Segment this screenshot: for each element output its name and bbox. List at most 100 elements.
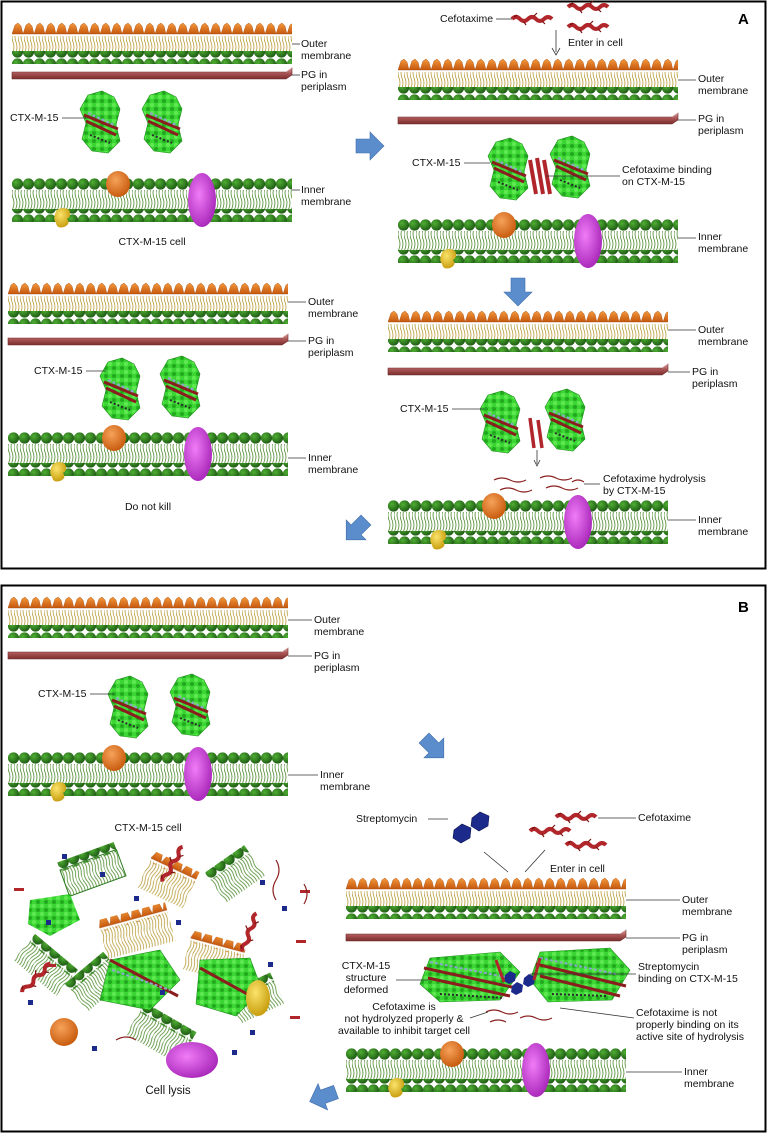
- arrow-back-icon: [304, 1078, 342, 1116]
- label-outer: Outer: [314, 614, 341, 626]
- label-outer-2: membrane: [698, 85, 748, 97]
- outer-membrane: [8, 596, 288, 638]
- arrow-right-icon: [355, 131, 385, 161]
- label-ctx: CTX-M-15: [10, 112, 59, 124]
- label-not-hydrolyzed-2: not hydrolyzed properly &: [344, 1013, 463, 1025]
- inner-membrane: [8, 752, 288, 796]
- label-not-hydrolyzed-3: available to inhibit target cell: [338, 1025, 470, 1037]
- label-outer: Outer: [301, 38, 328, 50]
- inner-membrane: [12, 178, 292, 222]
- label-inner: Inner: [698, 231, 722, 243]
- caption-ctx-cell: CTX-M-15 cell: [114, 822, 181, 834]
- label-strep-binding-2: binding on CTX-M-15: [638, 973, 738, 985]
- ctx-m-15-enzyme: [486, 136, 530, 202]
- label-pg: PG in: [692, 366, 718, 378]
- cefotaxime-molecule: [564, 837, 608, 853]
- label-cefotaxime: Cefotaxime: [638, 812, 691, 824]
- label-ctx: CTX-M-15: [38, 688, 87, 700]
- panel-a-stage-1: Outer membrane PG in periplasm CTX-M-15 …: [10, 22, 351, 248]
- panel-b-stage-1: Outer membrane PG in periplasm CTX-M-15 …: [7, 596, 370, 834]
- label-inner: Inner: [308, 452, 332, 464]
- label-deformed-3: deformed: [344, 984, 389, 996]
- caption-do-not-kill: Do not kill: [125, 501, 171, 513]
- label-outer: Outer: [308, 296, 335, 308]
- inner-membrane: [346, 1048, 626, 1092]
- label-strep-binding: Streptomycin: [638, 961, 699, 973]
- outer-membrane: [346, 877, 626, 919]
- inner-membrane: [398, 219, 678, 263]
- label-pg: PG in: [314, 650, 340, 662]
- label-not-binding: Cefotaxime is not: [636, 1007, 717, 1019]
- label-ctx: CTX-M-15: [34, 365, 83, 377]
- label-hydrolysis: Cefotaxime hydrolysis: [603, 473, 706, 485]
- panel-b-stage-2: Streptomycin Cefotaxime Enter in cell: [338, 809, 744, 1098]
- label-not-binding-2: properly binding on its: [636, 1019, 739, 1031]
- pg-layer: [7, 647, 289, 660]
- arrow-down-icon: [503, 277, 533, 307]
- label-outer: Outer: [682, 894, 709, 906]
- cefotaxime-molecule: [566, 0, 610, 15]
- label-cefotaxime: Cefotaxime: [440, 13, 493, 25]
- ctx-m-15-enzyme: [478, 389, 522, 455]
- label-inner-2: membrane: [308, 464, 358, 476]
- cefotaxime-molecule: [528, 823, 572, 839]
- panel-a-letter: A: [738, 11, 749, 28]
- panel-a-frame: [0, 0, 767, 570]
- outer-membrane: [398, 58, 678, 100]
- label-deformed-2: structure: [346, 972, 387, 984]
- label-deformed: CTX-M-15: [342, 960, 391, 972]
- streptomycin-molecule: [452, 811, 490, 844]
- label-inner-2: membrane: [698, 243, 748, 255]
- pg-layer: [7, 333, 289, 346]
- panel-b-frame: [0, 584, 767, 1133]
- label-outer-2: membrane: [682, 906, 732, 918]
- caption-ctx-cell: CTX-M-15 cell: [118, 236, 185, 248]
- hydrolyzed-fragments: [493, 475, 585, 493]
- label-outer-2: membrane: [301, 50, 351, 62]
- label-outer: Outer: [698, 324, 725, 336]
- label-inner: Inner: [301, 184, 325, 196]
- label-pg-2: periplasm: [301, 81, 347, 93]
- label-inner: Inner: [320, 769, 344, 781]
- cefotaxime-molecule: [510, 11, 554, 27]
- arrow-diagonal-icon: [413, 727, 454, 768]
- label-inner: Inner: [684, 1066, 708, 1078]
- label-enter: Enter in cell: [568, 37, 623, 49]
- label-pg: PG in: [698, 113, 724, 125]
- label-outer-2: membrane: [698, 336, 748, 348]
- deformed-ctx-m-15: [419, 947, 631, 1003]
- label-pg: PG in: [682, 932, 708, 944]
- inner-membrane: [388, 500, 668, 544]
- ctx-m-15-enzyme: [78, 89, 122, 155]
- pg-layer: [11, 67, 293, 80]
- ctx-m-15-enzyme: [98, 356, 142, 422]
- label-inner: Inner: [698, 514, 722, 526]
- pg-layer: [397, 112, 679, 125]
- ctx-m-15-enzyme: [543, 387, 587, 453]
- outer-membrane: [388, 310, 668, 352]
- inner-membrane: [8, 432, 288, 476]
- label-pg-2: periplasm: [682, 944, 728, 956]
- label-pg: PG in: [308, 335, 334, 347]
- ctx-m-15-enzyme: [106, 674, 150, 740]
- ctx-m-15-enzyme: [158, 354, 202, 420]
- label-inner-2: membrane: [320, 781, 370, 793]
- label-binding: Cefotaxime binding: [622, 164, 712, 176]
- label-ctx: CTX-M-15: [400, 403, 449, 415]
- pg-layer: [387, 363, 669, 376]
- pg-layer: [345, 929, 627, 942]
- caption-cell-lysis: Cell lysis: [145, 1085, 191, 1097]
- label-enter: Enter in cell: [550, 863, 605, 875]
- free-cefotaxime-fragments: [485, 1009, 553, 1023]
- label-inner-2: membrane: [684, 1078, 734, 1090]
- ctx-m-15-enzyme: [548, 134, 592, 200]
- label-ctx: CTX-M-15: [412, 157, 461, 169]
- label-streptomycin: Streptomycin: [356, 813, 417, 825]
- outer-membrane: [12, 22, 292, 64]
- ctx-m-15-enzyme: [168, 672, 212, 738]
- panel-a-stage-4: Outer membrane PG in periplasm CTX-M-15 …: [7, 282, 358, 513]
- label-inner-2: membrane: [301, 196, 351, 208]
- cefotaxime-molecule: [566, 19, 610, 35]
- label-outer-2: membrane: [314, 626, 364, 638]
